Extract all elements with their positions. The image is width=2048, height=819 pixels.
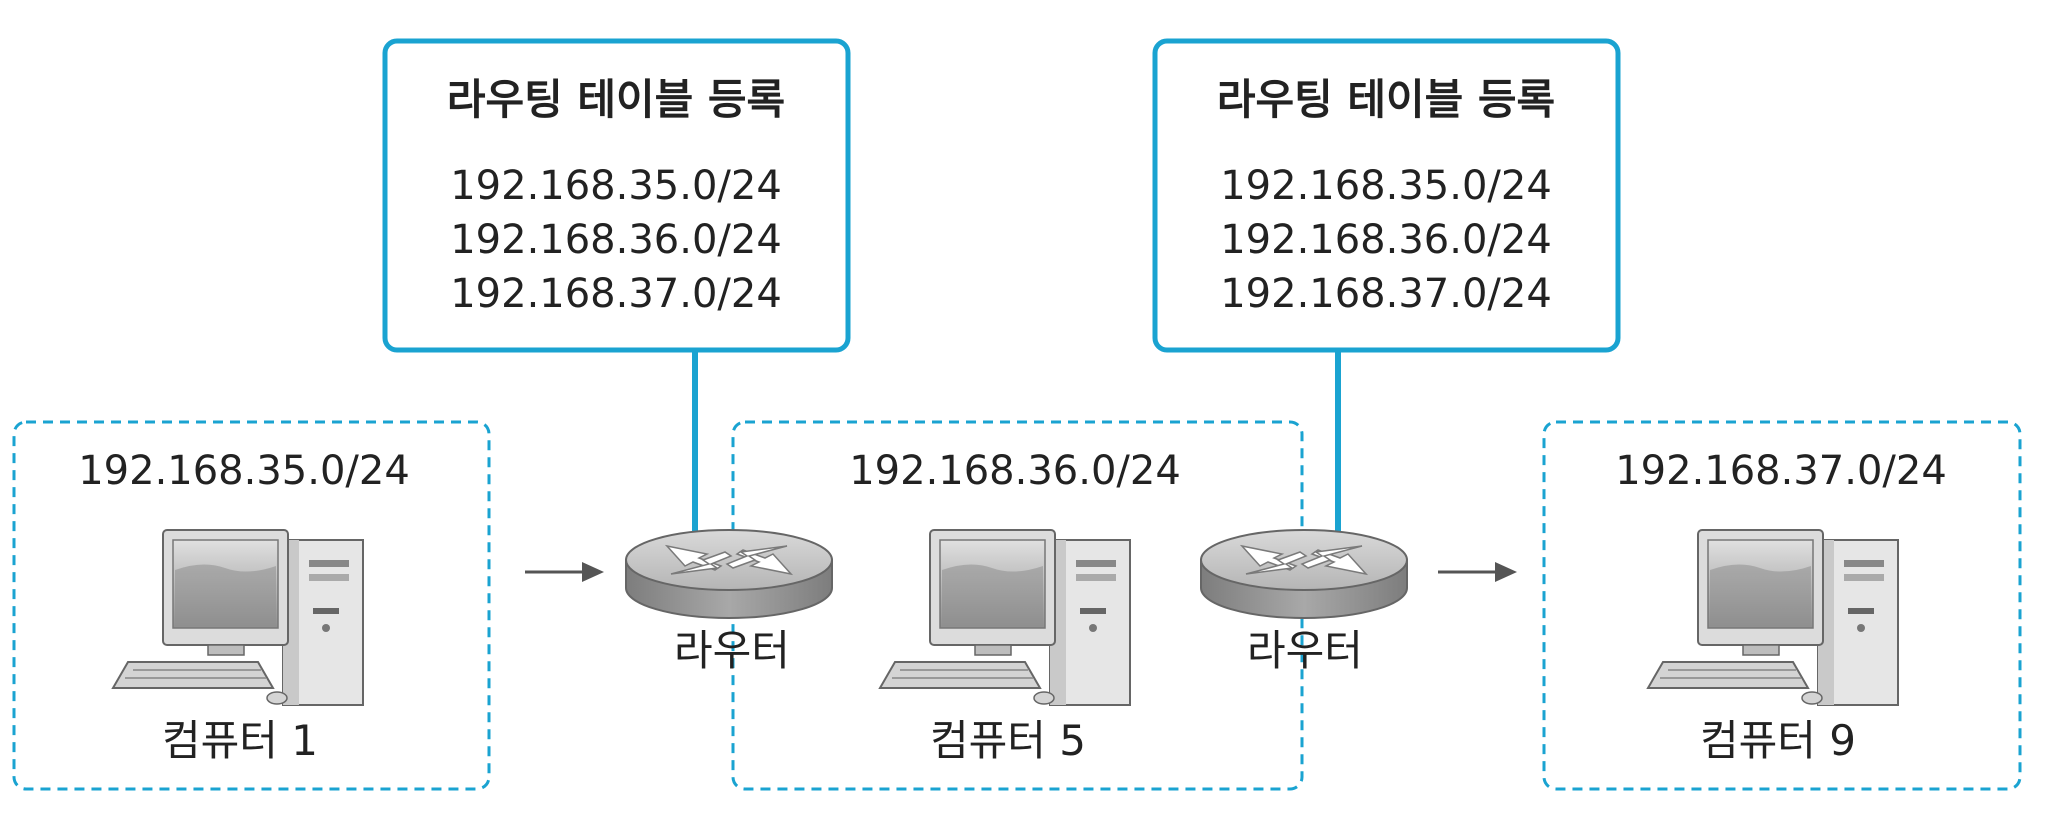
subnet-label: 192.168.37.0/24: [1615, 448, 1947, 494]
routing-entry: 192.168.37.0/24: [450, 271, 782, 317]
computer-icon: [1647, 529, 1899, 706]
routing-entry: 192.168.37.0/24: [1220, 271, 1552, 317]
router-icon: [1200, 529, 1408, 619]
computer-label: 컴퓨터 9: [1700, 716, 1856, 765]
network-box-3: [1542, 420, 2022, 791]
computer-icon: [879, 529, 1131, 706]
routing-entry: 192.168.36.0/24: [1220, 217, 1552, 263]
router-label: 라우터: [1247, 626, 1363, 675]
arrow-right-icon: [1438, 562, 1517, 582]
computer-label: 컴퓨터 1: [162, 716, 318, 765]
routing-table-box-1: 라우팅 테이블 등록 192.168.35.0/24 192.168.36.0/…: [382, 38, 851, 353]
router-icon: [625, 529, 833, 619]
routing-entry: 192.168.35.0/24: [1220, 163, 1552, 209]
router-label: 라우터: [674, 626, 790, 675]
subnet-label: 192.168.35.0/24: [78, 448, 410, 494]
computer-label: 컴퓨터 5: [930, 716, 1086, 765]
routing-table-title: 라우팅 테이블 등록: [447, 75, 785, 124]
network-box-1: [12, 420, 491, 791]
arrow-right-icon: [525, 562, 604, 582]
routing-table-box-2: 라우팅 테이블 등록 192.168.35.0/24 192.168.36.0/…: [1152, 38, 1621, 353]
computer-icon: [112, 529, 364, 706]
routing-table-title: 라우팅 테이블 등록: [1217, 75, 1555, 124]
routing-entry: 192.168.36.0/24: [450, 217, 782, 263]
subnet-label: 192.168.36.0/24: [849, 448, 1181, 494]
routing-entry: 192.168.35.0/24: [450, 163, 782, 209]
